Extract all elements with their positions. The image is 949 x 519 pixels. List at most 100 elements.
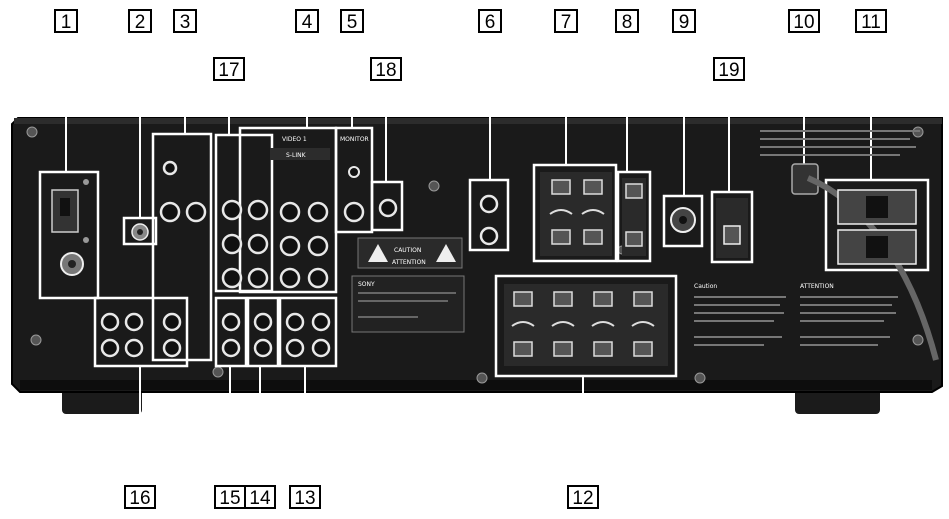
section-7-components — [540, 172, 612, 256]
text-line — [800, 312, 896, 314]
section-5-components: MONITOR — [340, 136, 369, 223]
speaker-terminal — [553, 291, 573, 307]
jack — [221, 312, 241, 332]
section-1-screw — [83, 237, 89, 243]
callout-8: 8 — [615, 9, 639, 33]
speaker-terminal-arc — [581, 209, 605, 215]
text-line — [694, 304, 780, 306]
caution-right-label: Caution — [694, 283, 717, 290]
model-label-lines — [358, 316, 418, 318]
text-line — [694, 344, 764, 346]
speaker-terminal — [513, 291, 533, 307]
section-10-11-components — [791, 163, 939, 361]
attention-label: ATTENTION — [392, 259, 426, 266]
svg-text:4: 4 — [302, 12, 313, 33]
svg-text:17: 17 — [218, 60, 239, 81]
text-line — [800, 296, 898, 298]
jack — [247, 199, 269, 221]
section-18-components — [378, 198, 398, 218]
jack — [311, 338, 331, 358]
am-antenna-jack-center — [68, 260, 76, 268]
callout-11: 11 — [855, 9, 887, 33]
jack — [221, 199, 243, 221]
text-line — [694, 336, 782, 338]
section-6-components — [479, 194, 499, 246]
speaker-terminal — [583, 229, 603, 245]
impedance-selector-center — [679, 216, 687, 224]
section-17-jacks — [221, 199, 269, 289]
ac-outlet-slot — [866, 236, 888, 258]
speaker-terminal — [633, 341, 653, 357]
jack — [159, 201, 181, 223]
speaker-terminal — [553, 341, 573, 357]
jack — [162, 338, 182, 358]
section-outlines — [38, 126, 930, 378]
warning-triangle-icon — [368, 244, 388, 262]
speaker-terminal — [513, 341, 533, 357]
speaker-terminal-arc — [549, 209, 573, 215]
caution-label: CAUTION — [394, 247, 421, 254]
speaker-terminal — [583, 179, 603, 195]
section-4-components: S-LINK VIDEO 1 — [270, 136, 330, 289]
model-label-block — [351, 275, 465, 333]
jack — [285, 338, 305, 358]
callout-1: 1 — [54, 9, 78, 33]
callout-9: 9 — [672, 9, 696, 33]
caution-label-area: CAUTION ATTENTION SONY — [351, 237, 465, 333]
right-text-blocks: Caution ATTENTION — [694, 130, 920, 346]
speaker-terminal-arc — [631, 321, 655, 327]
outline-section-11 — [824, 178, 930, 272]
svg-text:18: 18 — [375, 60, 396, 81]
s-link-label-plate — [270, 148, 330, 160]
section-19-components — [716, 198, 748, 258]
monitor-jack-small — [348, 166, 360, 178]
jack — [253, 338, 273, 358]
jack — [100, 338, 120, 358]
speaker-terminal-arc — [551, 321, 575, 327]
callout-4: 4 — [295, 9, 319, 33]
outline-section-6 — [468, 178, 510, 252]
outline-section-19 — [710, 190, 754, 264]
screw — [212, 366, 224, 378]
monitor-jack — [343, 201, 365, 223]
speaker-terminal-arc — [511, 321, 535, 327]
jack — [100, 312, 120, 332]
svg-text:10: 10 — [793, 12, 814, 33]
jack — [247, 267, 269, 289]
section-1-components — [51, 179, 89, 276]
svg-text:7: 7 — [561, 12, 572, 33]
ground-terminal-center — [137, 229, 143, 235]
video-label: VIDEO 1 — [282, 136, 307, 143]
callout-19: 19 — [713, 57, 745, 81]
speaker-terminal — [551, 179, 571, 195]
speaker-terminal-arc — [591, 321, 615, 327]
chassis-top-edge — [14, 118, 942, 124]
section-13-15-jacks — [221, 312, 331, 358]
text-line — [760, 130, 920, 132]
chassis-back-panel — [11, 117, 943, 393]
jack — [378, 198, 398, 218]
svg-text:9: 9 — [679, 12, 690, 33]
screw — [476, 372, 488, 384]
jack — [279, 235, 301, 257]
jack — [279, 201, 301, 223]
svg-text:16: 16 — [129, 488, 150, 509]
svg-text:14: 14 — [249, 488, 271, 509]
model-label-lines — [358, 300, 448, 302]
callout-6: 6 — [478, 9, 502, 33]
text-line — [760, 146, 916, 148]
text-line — [760, 138, 910, 140]
outline-section-7 — [532, 163, 618, 263]
outline-section-2 — [122, 216, 158, 246]
section-2-components — [131, 223, 149, 241]
callout-15: 15 — [214, 485, 246, 509]
power-cord-entry — [791, 163, 819, 195]
outline-section-5 — [334, 126, 374, 234]
jack — [479, 194, 499, 214]
screw — [26, 126, 38, 138]
section-9-components — [670, 207, 696, 233]
callout-2: 2 — [128, 9, 152, 33]
speaker-terminal — [625, 231, 643, 247]
jack — [307, 267, 329, 289]
jack — [185, 201, 207, 223]
